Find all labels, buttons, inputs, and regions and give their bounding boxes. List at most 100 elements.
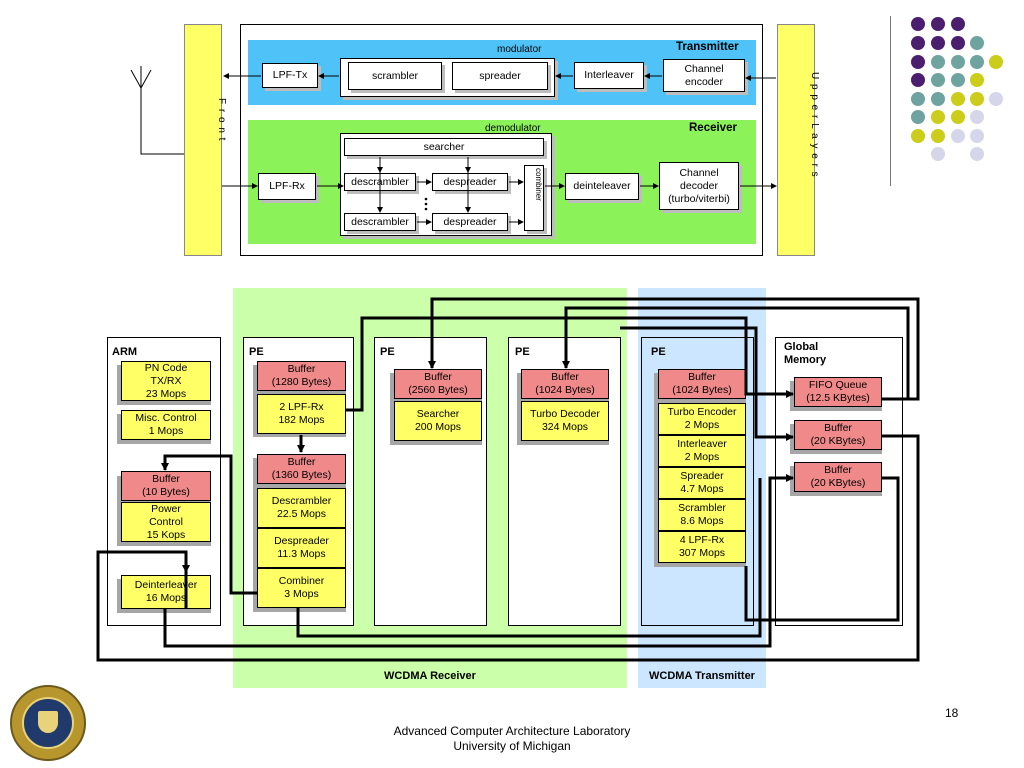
deinterleaver-line: 16 Mops	[145, 592, 187, 604]
pe3-turbo-decoder-line: Turbo Decoder	[530, 408, 600, 420]
combiner-label: combiner	[534, 168, 542, 201]
fifo-queue-line: (12.5 KBytes)	[806, 392, 870, 404]
dot	[931, 92, 945, 106]
lpf-rx-label: LPF-Rx	[269, 180, 305, 192]
receiver-label: Receiver	[689, 122, 737, 134]
front-end-bar	[184, 24, 222, 256]
dot	[951, 17, 965, 31]
channel-encoder-line: Channel	[684, 62, 724, 75]
demodulator-label: demodulator	[485, 123, 541, 134]
dot	[951, 36, 965, 50]
pe4-interleaver-line: Interleaver	[677, 438, 727, 450]
pe1-title: PE	[249, 346, 264, 358]
pn-code-line: TX/RX	[150, 374, 182, 387]
pe1-buffer-a-block: Buffer(1280 Bytes)	[257, 361, 346, 391]
dot	[970, 110, 984, 124]
pe1-buffer-b-block: Buffer(1360 Bytes)	[257, 454, 346, 484]
dot	[911, 36, 925, 50]
dot	[989, 92, 1003, 106]
pe1-buffer-b-line: (1360 Bytes)	[271, 469, 332, 481]
pn-code-line: 23 Mops	[145, 387, 187, 400]
wcdma-transmitter-label: WCDMA Transmitter	[649, 670, 755, 682]
dot	[931, 147, 945, 161]
dot	[911, 73, 925, 87]
pe2-buffer-line: (2560 Bytes)	[408, 384, 468, 396]
dot	[931, 55, 945, 69]
pe1-descrambler-line: Descrambler	[271, 495, 332, 507]
dot	[951, 55, 965, 69]
dot	[911, 129, 925, 143]
pe2-searcher-line: Searcher	[416, 408, 460, 420]
global-memory-title-line: Memory	[784, 354, 827, 366]
pe2-searcher-line: 200 Mops	[414, 421, 462, 433]
footer-university: University of Michigan	[453, 739, 571, 753]
power-control-line: Control	[149, 515, 183, 528]
footer-lab: Advanced Computer Architecture Laborator…	[393, 724, 631, 738]
fifo-queue-line: FIFO Queue	[808, 379, 868, 391]
interleaver-label: Interleaver	[584, 69, 634, 81]
pn-code-line: PN Code	[144, 361, 188, 374]
dot	[989, 55, 1003, 69]
wire-combiner-to-arm-buffer	[161, 454, 257, 595]
pe1-buffer-a-line: Buffer	[287, 363, 316, 375]
scrambler-label: scrambler	[371, 69, 419, 82]
lpf-rx-block: LPF-Rx	[258, 173, 316, 200]
deinterleaver-line: Deinterleaver	[134, 579, 198, 591]
dot	[931, 110, 945, 124]
wire-fifo-to-pe2	[428, 297, 920, 401]
pe2-buffer-line: Buffer	[424, 371, 452, 383]
pe1-despreader-line: Despreader	[274, 535, 329, 547]
dot	[970, 92, 984, 106]
wire-arm-to-buffer2	[163, 474, 794, 648]
searcher-block: searcher	[344, 138, 544, 156]
spreader-block: spreader	[452, 62, 548, 90]
pe3-buffer-line: (1024 Bytes)	[535, 384, 595, 396]
pe4-spreader-line: 4.7 Mops	[680, 483, 724, 495]
misc-control-line: Misc. Control	[135, 412, 197, 424]
dot	[911, 92, 925, 106]
antenna-icon	[130, 69, 152, 90]
despreader-block: despreader	[432, 173, 508, 191]
descrambler-block: descrambler	[344, 213, 416, 231]
wire-deinterleaver-bus	[96, 434, 920, 662]
dot	[970, 36, 984, 50]
pe1-combiner-line: 3 Mops	[284, 588, 319, 600]
front-end-bar-label: F r o n t	[216, 98, 227, 142]
pe1-combiner-line: Combiner	[278, 575, 325, 587]
global-buffer-2-block: Buffer(20 KBytes)	[794, 462, 882, 492]
page-number: 18	[945, 706, 959, 720]
searcher-label: searcher	[423, 140, 465, 153]
ellipsis-dots	[424, 197, 428, 211]
despreader-block: despreader	[432, 213, 508, 231]
seal-shield	[38, 711, 58, 733]
pe3-title: PE	[515, 346, 530, 358]
dot	[931, 36, 945, 50]
pe1-buffer-b-line: Buffer	[287, 456, 316, 468]
bus-wires	[96, 297, 920, 662]
deinteleaver-block: deinteleaver	[565, 173, 639, 200]
pe4-turbo-encoder-line: 2 Mops	[684, 419, 720, 431]
dot	[970, 73, 984, 87]
wire-pe3-to-buffer1	[620, 326, 794, 441]
pe4-title: PE	[651, 346, 666, 358]
divider-line	[890, 16, 891, 186]
dot	[931, 73, 945, 87]
pe4-lpf-rx-line: 4 LPF-Rx	[679, 534, 725, 546]
dot	[951, 110, 965, 124]
pe4-turbo-encoder-line: Turbo Encoder	[667, 406, 737, 418]
dot	[951, 73, 965, 87]
channel-encoder-line: encoder	[685, 75, 723, 88]
dot	[970, 55, 984, 69]
